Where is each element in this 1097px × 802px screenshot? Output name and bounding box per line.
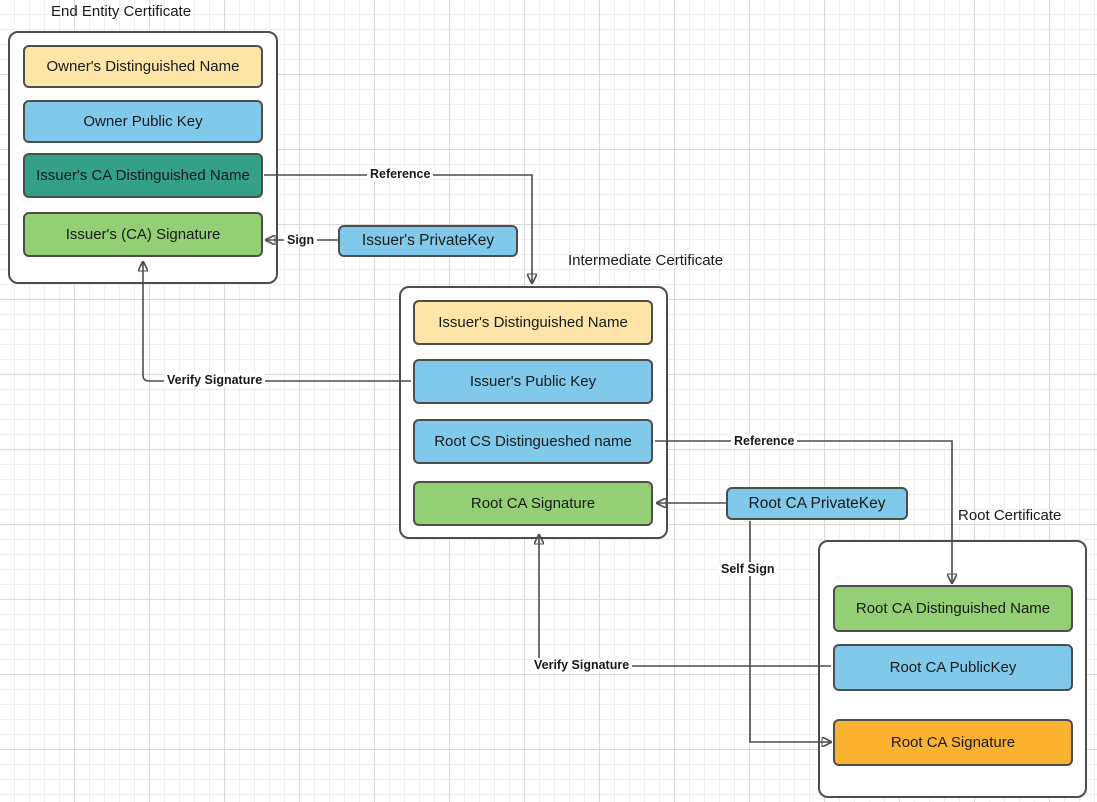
root-ca-public-key[interactable]: Root CA PublicKey (833, 644, 1073, 691)
end-entity-owner-distinguished-name[interactable]: Owner's Distinguished Name (23, 45, 263, 88)
edge-label-self-sign: Self Sign (718, 562, 778, 576)
end-entity-issuer-ca-signature[interactable]: Issuer's (CA) Signature (23, 212, 263, 257)
intermediate-issuer-distinguished-name[interactable]: Issuer's Distinguished Name (413, 300, 653, 345)
intermediate-issuer-public-key[interactable]: Issuer's Public Key (413, 359, 653, 404)
edge-verify-signature-bottom (539, 535, 831, 667)
root-ca-distinguished-name[interactable]: Root CA Distinguished Name (833, 585, 1073, 632)
caption-intermediate-certificate: Intermediate Certificate (568, 252, 724, 269)
edge-label-reference-mid: Reference (731, 434, 798, 448)
root-ca-signature[interactable]: Root CA Signature (833, 719, 1073, 766)
edge-label-verify-signature-top: Verify Signature (164, 373, 266, 387)
intermediate-root-cs-distingueshed-name[interactable]: Root CS Distingueshed name (413, 419, 653, 464)
issuer-private-key-box[interactable]: Issuer's PrivateKey (338, 225, 518, 257)
edge-label-verify-signature-bottom: Verify Signature (531, 658, 633, 672)
edge-label-sign: Sign (284, 233, 318, 247)
caption-end-entity-certificate: End Entity Certificate (51, 3, 192, 20)
end-entity-issuer-ca-distinguished-name[interactable]: Issuer's CA Distinguished Name (23, 153, 263, 198)
edge-label-reference-top: Reference (367, 167, 434, 181)
end-entity-owner-public-key[interactable]: Owner Public Key (23, 100, 263, 143)
caption-root-certificate: Root Certificate (958, 507, 1062, 524)
root-ca-private-key-box[interactable]: Root CA PrivateKey (726, 487, 908, 520)
intermediate-root-ca-signature[interactable]: Root CA Signature (413, 481, 653, 526)
